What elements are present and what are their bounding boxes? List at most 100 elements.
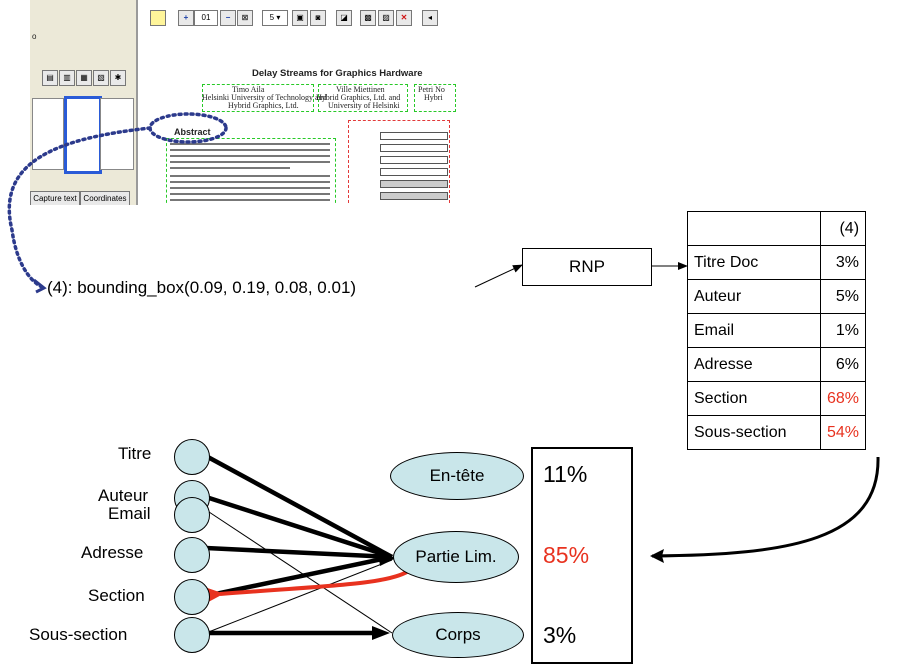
input-node-titre	[174, 439, 210, 475]
author-affil2: Hybrid Graphics, Ltd.	[228, 101, 299, 110]
tool-button[interactable]: ▩	[360, 10, 376, 26]
author-affil: Helsinki University of Technology and	[202, 93, 327, 102]
feedback-edge	[207, 568, 412, 602]
zoom-select[interactable]: 5 ▾	[262, 10, 288, 26]
input-label-email: Email	[108, 504, 151, 523]
input-label-titre: Titre	[118, 444, 152, 463]
document-page: Delay Streams for Graphics Hardware Timo…	[140, 30, 902, 205]
text-line	[170, 181, 330, 183]
weak-edges	[205, 509, 393, 634]
table-header-cell	[687, 211, 821, 246]
table-to-result-connector	[651, 456, 880, 558]
rnp-label: RNP	[569, 257, 605, 276]
delete-button[interactable]: ✕	[396, 10, 412, 26]
figure-block	[380, 144, 448, 152]
figure-block	[380, 156, 448, 164]
text-line	[170, 143, 330, 145]
tool-button[interactable]: ▧	[93, 70, 109, 86]
row-label: Email	[687, 313, 821, 348]
author-box[interactable]	[202, 84, 314, 112]
table-row: Section 68%	[687, 381, 867, 416]
text-line	[170, 155, 330, 157]
output-node-en-tete: En-tête	[390, 452, 524, 500]
figure-block	[380, 180, 448, 188]
table-header-row: (4)	[687, 211, 867, 246]
figure-block	[380, 168, 448, 176]
author-affil2: University of Helsinki	[328, 101, 400, 110]
input-label-adresse: Adresse	[81, 543, 144, 562]
row-label: Auteur	[687, 279, 821, 314]
tool-button[interactable]: ▨	[378, 10, 394, 26]
result-corps: 3%	[543, 622, 577, 648]
input-node-adresse	[174, 537, 210, 573]
row-value: 3%	[819, 245, 867, 280]
bounding-box-label: (4): bounding_box(0.09, 0.19, 0.08, 0.01…	[47, 278, 357, 297]
input-label-auteur: Auteur	[98, 486, 149, 505]
tool-button[interactable]: ◪	[336, 10, 352, 26]
output-label-partie-lim: Partie Lim.	[415, 547, 497, 566]
text-line	[170, 199, 330, 201]
result-arrow-head	[650, 549, 664, 563]
arrow-to-rnp	[474, 264, 523, 288]
zoom-value: 5	[269, 13, 275, 22]
result-partie-lim: 85%	[543, 542, 590, 568]
row-label: Titre Doc	[687, 245, 821, 280]
fit-button[interactable]: ⊠	[237, 10, 253, 26]
tool-button[interactable]: ▣	[292, 10, 308, 26]
tool-button[interactable]: ▤	[42, 70, 58, 86]
zoom-out-button[interactable]: −	[220, 10, 236, 26]
zoom-in-button[interactable]: +	[178, 10, 194, 26]
table-row: Titre Doc 3%	[687, 245, 867, 280]
author-name: Petri No	[418, 85, 445, 94]
input-node-section	[174, 579, 210, 615]
text-line	[170, 175, 330, 177]
tool-button[interactable]: ▥	[59, 70, 75, 86]
doc-title: Delay Streams for Graphics Hardware	[252, 68, 423, 79]
tab-capture-text[interactable]: Capture text	[30, 191, 80, 205]
input-node-sous-section	[174, 617, 210, 653]
output-label-en-tete: En-tête	[429, 466, 485, 485]
row-value: 1%	[819, 313, 867, 348]
figure-block	[380, 132, 448, 140]
tab-coordinates[interactable]: Coordinates	[80, 191, 130, 205]
table-header-cell: (4)	[819, 211, 867, 246]
text-line	[170, 167, 290, 169]
abstract-heading: Abstract	[174, 127, 211, 137]
dotted-connector	[7, 126, 152, 289]
selection-ellipse	[148, 112, 228, 144]
text-line	[170, 193, 330, 195]
author-box[interactable]	[414, 84, 456, 112]
figure-box[interactable]	[348, 120, 450, 205]
page-input[interactable]: 01	[194, 10, 218, 26]
select-tool-button[interactable]	[150, 10, 166, 26]
table-row: Adresse 6%	[687, 347, 867, 382]
author-box[interactable]	[318, 84, 408, 112]
prev-button[interactable]: ◂	[422, 10, 438, 26]
row-label: Adresse	[687, 347, 821, 382]
text-line	[170, 149, 330, 151]
tool-button[interactable]: ◙	[310, 10, 326, 26]
document-screenshot: o ▤ ▥ ▦ ▧ ✱ Capture text Coordinates + 0…	[30, 0, 902, 205]
author-affil: Hybri	[424, 93, 443, 102]
rnp-box: RNP	[522, 248, 652, 286]
edge-arrow-head	[372, 626, 390, 640]
abstract-box[interactable]	[166, 138, 336, 205]
table-row: Email 1%	[687, 313, 867, 348]
row-value: 6%	[819, 347, 867, 382]
input-label-sous-section: Sous-section	[29, 625, 128, 644]
output-node-partie-lim: Partie Lim.	[393, 531, 519, 583]
tool-button[interactable]: ▦	[76, 70, 92, 86]
input-node-email	[174, 497, 210, 533]
author-name: Timo Aila	[232, 85, 265, 94]
table-row: Sous-section 54%	[687, 415, 867, 450]
results-table: (4) Titre Doc 3% Auteur 5% Email 1% Adre…	[687, 211, 867, 450]
row-label: Section	[687, 381, 821, 416]
author-affil: Hybrid Graphics, Ltd. and	[316, 93, 401, 102]
left-panel: o ▤ ▥ ▦ ▧ ✱ Capture text Coordinates	[30, 0, 138, 205]
panel-fragment: o	[32, 32, 37, 41]
figure-block	[380, 192, 448, 200]
tool-button[interactable]: ✱	[110, 70, 126, 86]
row-value: 68%	[819, 381, 867, 416]
text-line	[170, 187, 330, 189]
